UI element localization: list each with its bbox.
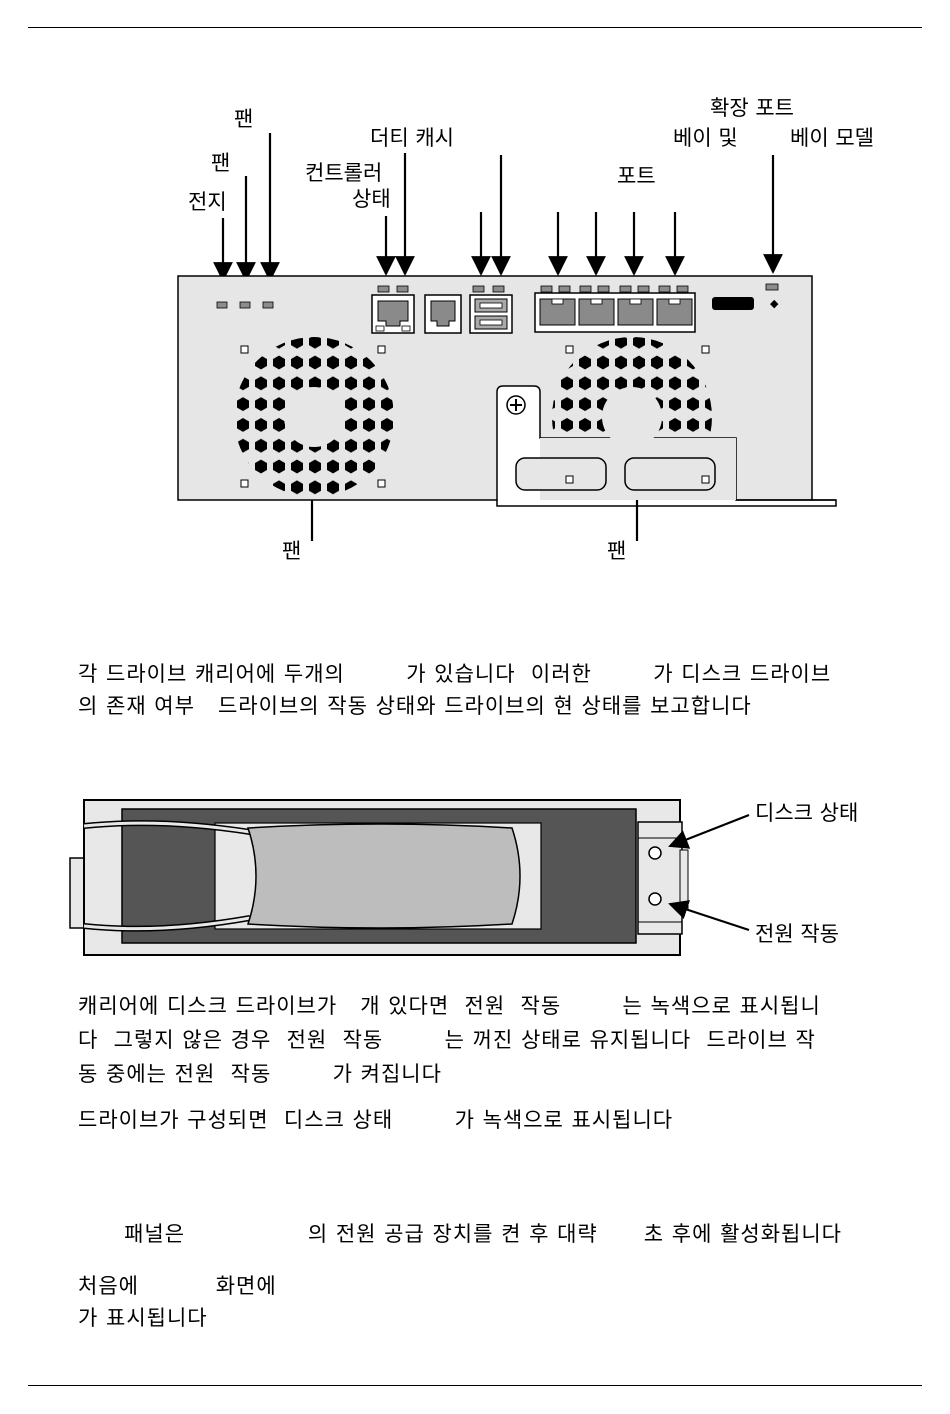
paragraph-1-line-1: 각 드라이브 캐리어에 두개의 가 있습니다 이러한 가 디스크 드라이브 bbox=[78, 662, 832, 686]
label-bay-and: 베이 및 bbox=[673, 126, 738, 150]
label-dirty-cache: 더티 캐시 bbox=[370, 126, 454, 150]
power-activity-led bbox=[648, 892, 662, 906]
bottom-rule bbox=[28, 1385, 922, 1386]
label-power-activity: 전원 작동 bbox=[755, 922, 839, 946]
paragraph-3: 드라이브가 구성되면 디스크 상태 가 녹색으로 표시됩니다 bbox=[78, 1108, 674, 1132]
label-bay-model: 베이 모델 bbox=[790, 126, 874, 150]
paragraph-1-line-2: 의 존재 여부 드라이브의 작동 상태와 드라이브의 현 상태를 보고합니다 bbox=[78, 694, 752, 718]
label-fan-b: 팬 bbox=[211, 151, 230, 175]
paragraph-2-line-1: 캐리어에 디스크 드라이브가 개 있다면 전원 작동 는 녹색으로 표시됩니 bbox=[78, 994, 821, 1018]
label-fan-a: 팬 bbox=[234, 107, 253, 131]
label-fan-bottom-right: 팬 bbox=[607, 539, 626, 563]
disk-status-led bbox=[648, 846, 662, 860]
label-controller-status-1: 컨트롤러 bbox=[305, 161, 382, 185]
label-battery: 전지 bbox=[188, 190, 227, 214]
label-port: 포트 bbox=[617, 164, 656, 188]
label-expansion-port: 확장 포트 bbox=[710, 96, 794, 120]
left-fan-grille bbox=[234, 337, 394, 497]
paragraph-5-line-1: 처음에 화면에 bbox=[78, 1274, 277, 1298]
drive-carrier-figure: 디스크 상태 전원 작동 bbox=[69, 799, 858, 956]
top-rule bbox=[28, 27, 922, 28]
paragraph-2-line-3: 동 중에는 전원 작동 가 켜집니다 bbox=[78, 1062, 442, 1086]
label-fan-bottom-left: 팬 bbox=[282, 539, 301, 563]
label-controller-status-2: 상태 bbox=[352, 187, 391, 211]
label-disk-status: 디스크 상태 bbox=[755, 801, 858, 825]
paragraph-4: 패널은 의 전원 공급 장치를 켠 후 대략 초 후에 활성화됩니다 bbox=[78, 1222, 842, 1246]
controller-panel-figure: 팬 팬 전지 더티 캐시 컨트롤러 상태 확장 포트 베이 및 베이 모델 포트 bbox=[177, 96, 874, 563]
paragraph-5-line-2: 가 표시됩니다 bbox=[78, 1306, 208, 1330]
paragraph-2-line-2: 다 그렇지 않은 경우 전원 작동 는 꺼진 상태로 유지됩니다 드라이브 작 bbox=[78, 1028, 816, 1052]
status-diamond-icon: ◆ bbox=[770, 297, 779, 310]
